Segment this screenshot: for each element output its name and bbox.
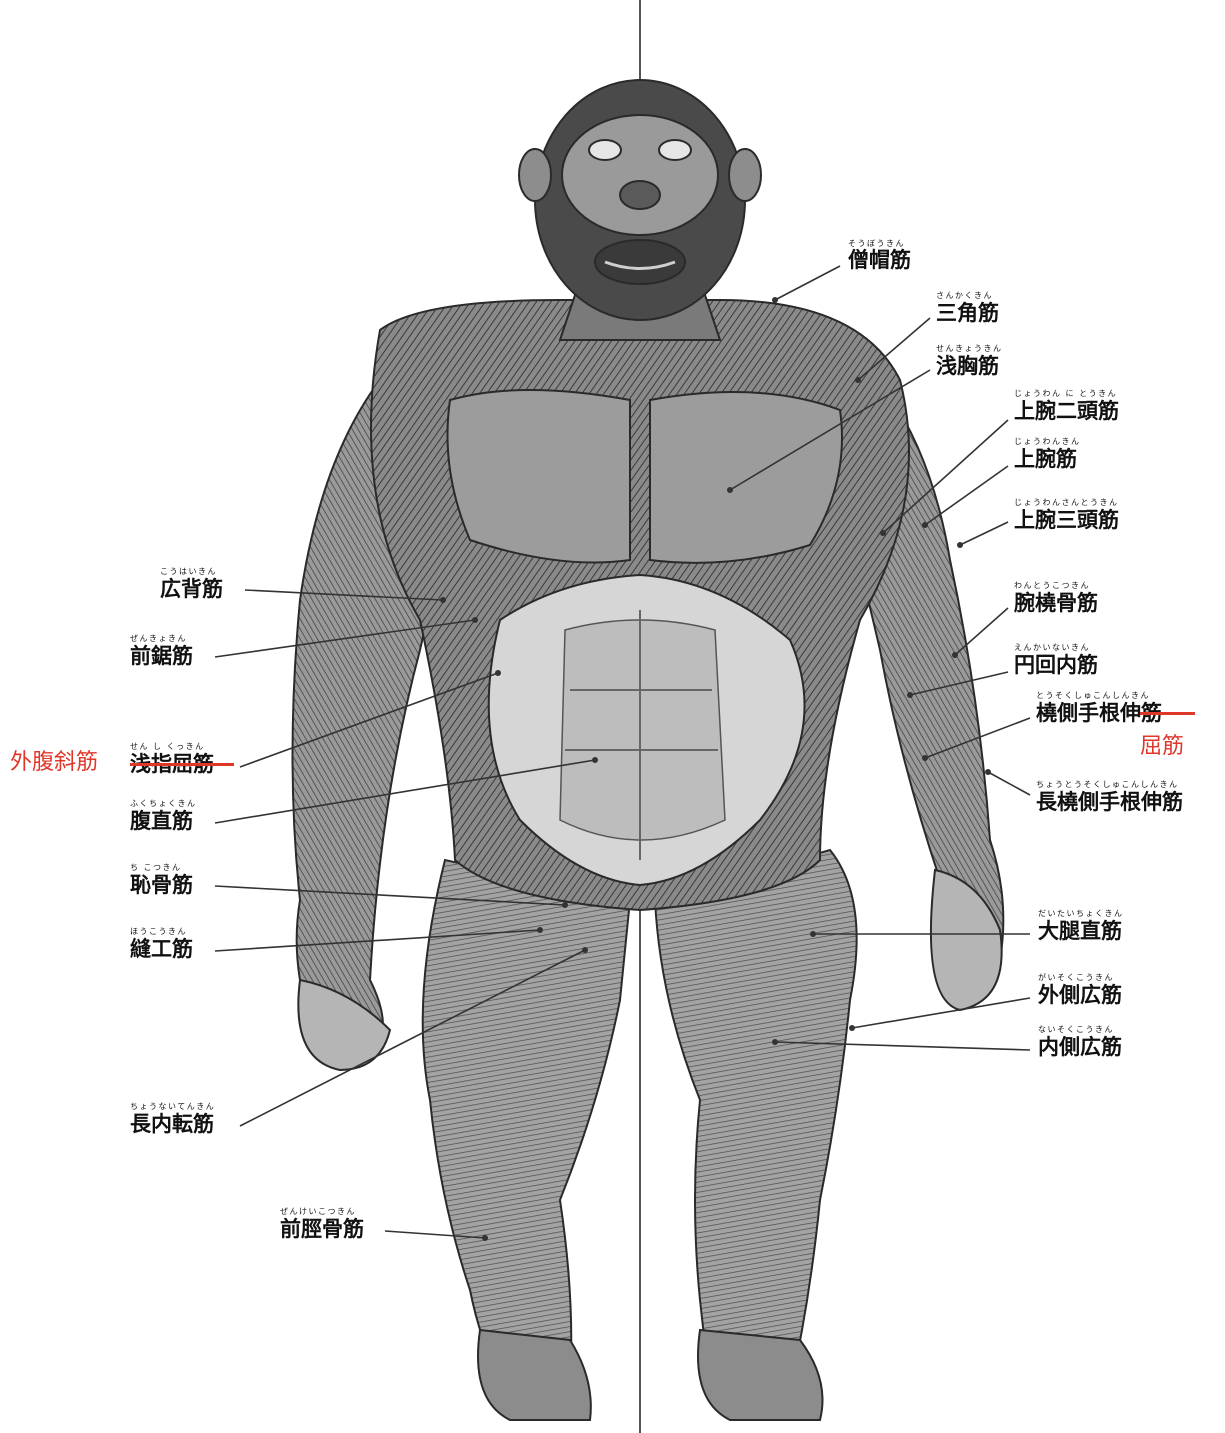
ruby-fukuchoku: ふくちょくきん [130, 798, 197, 809]
ruby-jowan: じょうわんきん [1014, 436, 1081, 447]
label-jowan: 上腕筋 [1014, 449, 1077, 470]
label-naisoku: 内側広筋 [1038, 1037, 1122, 1058]
ruby-wantoukotsu: わんとうこつきん [1014, 580, 1090, 591]
ruby-zenkei: ぜんけいこつきん [280, 1206, 356, 1217]
strikeout-senshi [130, 763, 234, 766]
label-enkainai: 円回内筋 [1014, 655, 1098, 676]
chimp-body [293, 80, 1004, 1420]
label-chikotsu: 恥骨筋 [130, 875, 193, 896]
ruby-jowan-nitou: じょうわん に とうきん [1014, 388, 1117, 399]
label-senkyo: 浅胸筋 [936, 356, 999, 377]
correction-tousoku: 屈筋 [1140, 736, 1184, 758]
label-fukuchoku: 腹直筋 [130, 811, 193, 832]
ruby-naisoku: ないそくこうきん [1038, 1024, 1114, 1035]
leader-sobo [775, 266, 840, 300]
ruby-daitai: だいたいちょくきん [1038, 908, 1124, 919]
label-sankaku: 三角筋 [936, 303, 999, 324]
leader-jowan [925, 466, 1008, 525]
label-jowan-santou: 上腕三頭筋 [1014, 510, 1119, 531]
leader-chotousoku [988, 772, 1030, 795]
ruby-houkou: ほうこうきん [130, 926, 187, 937]
label-gaisoku: 外側広筋 [1038, 985, 1122, 1006]
label-houkou: 縫工筋 [130, 939, 193, 960]
correction-senshi: 外腹斜筋 [10, 752, 98, 774]
ruby-chounaiten: ちょうないてんきん [130, 1101, 215, 1112]
ruby-chotousoku: ちょうとうそくしゅこんしんきん [1036, 779, 1179, 790]
label-chounaiten: 長内転筋 [130, 1114, 214, 1135]
label-zenkyo: 前鋸筋 [130, 646, 193, 667]
leader-gaisoku [852, 998, 1030, 1028]
ruby-gaisoku: がいそくこうきん [1038, 972, 1114, 983]
ruby-kouhai: こうはいきん [160, 566, 217, 577]
ruby-sankaku: さんかくきん [936, 290, 993, 301]
label-kouhai: 広背筋 [160, 579, 223, 600]
ruby-senshi: せん し くっきん [130, 741, 205, 752]
ruby-enkainai: えんかいないきん [1014, 642, 1090, 653]
label-daitai: 大腿直筋 [1038, 921, 1122, 942]
ruby-jowan-santou: じょうわんさんとうきん [1014, 497, 1119, 508]
label-jowan-nitou: 上腕二頭筋 [1014, 401, 1119, 422]
leader-jowan-santou [960, 522, 1008, 545]
ruby-zenkyo: ぜんきょきん [130, 633, 187, 644]
label-wantoukotsu: 腕橈骨筋 [1014, 593, 1098, 614]
ruby-chikotsu: ち こつきん [130, 862, 182, 873]
label-sobo: 僧帽筋 [848, 250, 911, 271]
ruby-tousoku: とうそくしゅこんしんきん [1036, 690, 1150, 701]
strikeout-tousoku [1140, 712, 1195, 715]
label-chotousoku: 長橈側手根伸筋 [1036, 792, 1183, 813]
label-zenkei: 前脛骨筋 [280, 1219, 364, 1240]
ruby-senkyo: せんきょうきん [936, 343, 1003, 354]
